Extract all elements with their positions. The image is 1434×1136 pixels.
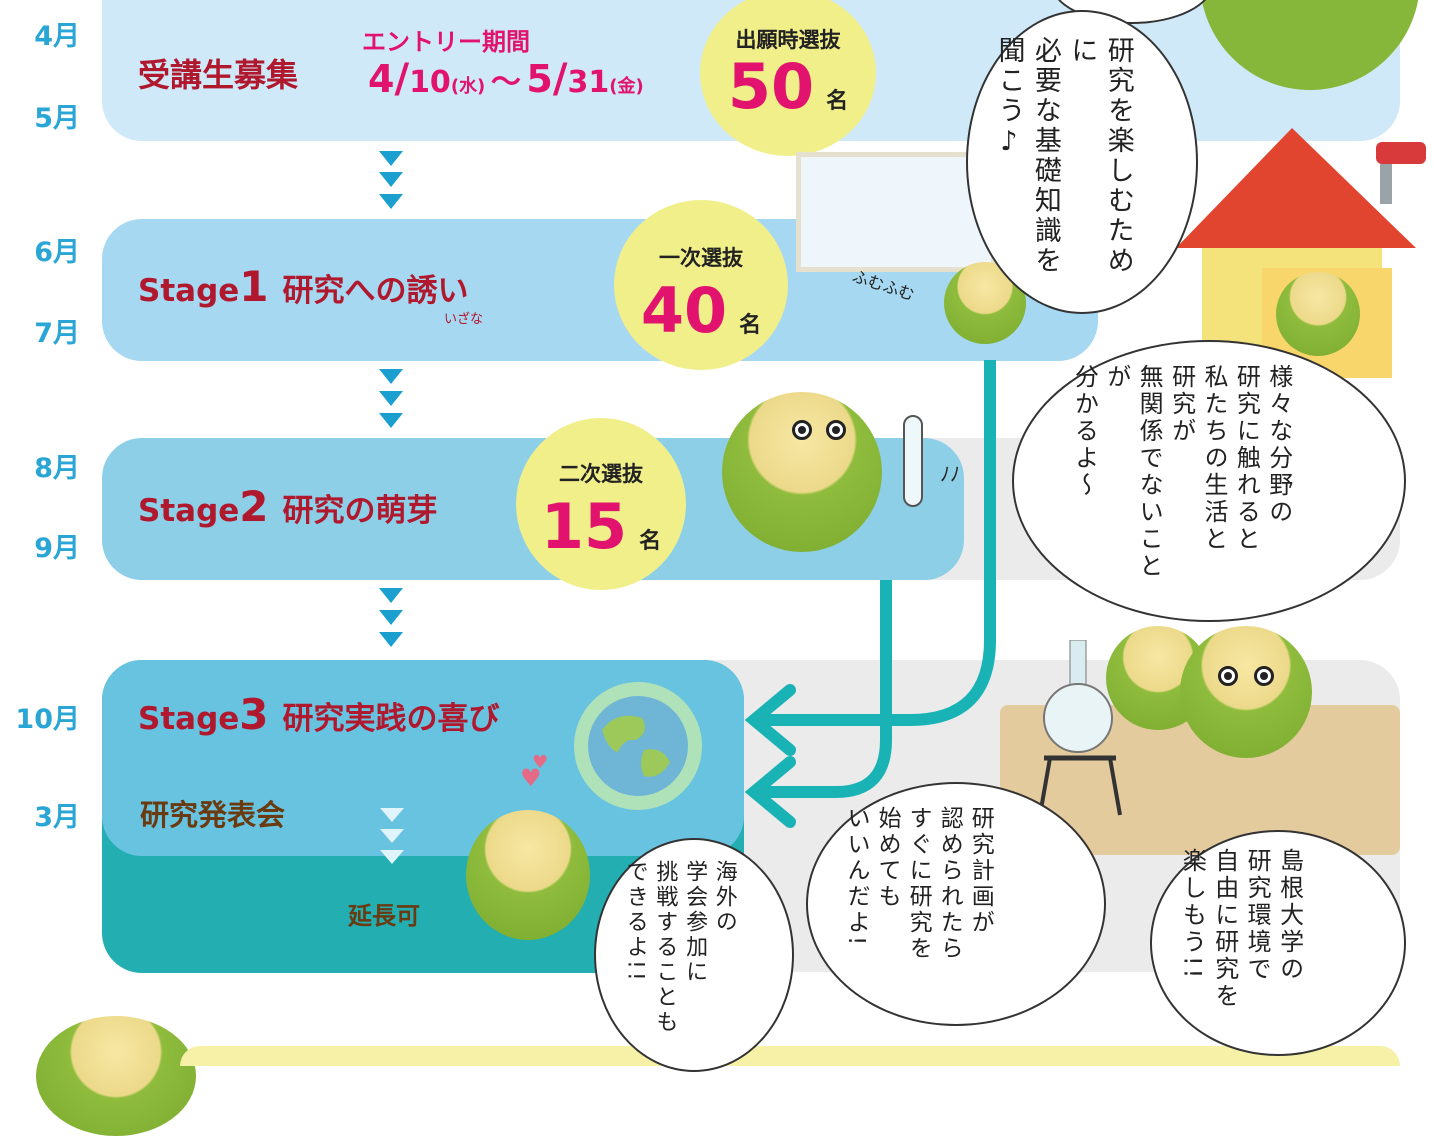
down-arrow <box>379 610 403 625</box>
stage1-title: 研究への誘い <box>282 273 469 309</box>
start-dow: (水) <box>450 76 486 97</box>
down-arrow-white <box>380 808 404 822</box>
start-day: 10 <box>409 65 451 100</box>
speech-bubble-overseas-text: 海外の学会参加に挑戦することもできるよ!! <box>622 860 737 1035</box>
month-june: 6月 <box>34 237 80 268</box>
extension-label: 延長可 <box>348 902 420 930</box>
down-arrow-white <box>380 850 404 864</box>
end-day: 31 <box>567 65 610 100</box>
globe-icon <box>574 682 702 810</box>
flask-icon <box>1038 640 1122 816</box>
sound-effect: ﾉﾉ <box>940 462 960 486</box>
month-october: 10月 <box>15 704 80 735</box>
down-arrow <box>379 369 403 384</box>
down-arrow <box>379 172 403 187</box>
start-month: 4 <box>368 57 395 101</box>
stage2-title: 研究の萌芽 <box>282 493 438 529</box>
speech-bubble-research-plan <box>806 782 1106 1026</box>
test-tube-icon <box>903 415 923 507</box>
month-august: 8月 <box>34 453 80 484</box>
bean-character-bottom <box>36 1016 196 1136</box>
month-april: 4月 <box>34 21 80 52</box>
heart-icon: ♥ <box>532 752 549 773</box>
bottom-yellow-band <box>180 1046 1400 1066</box>
month-may: 5月 <box>34 103 80 134</box>
down-arrow <box>379 391 403 406</box>
heart-icon: ♥ <box>520 764 542 792</box>
bean-character-stage3 <box>466 810 590 940</box>
down-arrow <box>379 151 403 166</box>
end-month: 5 <box>526 57 553 101</box>
second-selection-label: 二次選抜 <box>559 462 643 486</box>
speech-bubble-research-plan-text: 研究計画が認められたらすぐに研究を始めてもいいんだよ! <box>843 806 994 962</box>
down-arrow <box>379 413 403 428</box>
eye-icon <box>1254 666 1274 686</box>
application-selection-label: 出願時選抜 <box>735 28 841 52</box>
entry-period-label: エントリー期間 <box>362 28 530 56</box>
speech-bubble-fields-text: 様々な分野の研究に触れると私たちの生活と研究が無関係でないことが分かるよ〜 <box>1070 364 1293 580</box>
month-september: 9月 <box>34 533 80 564</box>
month-july: 7月 <box>34 318 80 349</box>
tilde: 〜 <box>490 65 521 100</box>
stage1-ruby: いざな <box>444 312 484 327</box>
eye-icon <box>1218 666 1238 686</box>
bean-character-stage2 <box>722 392 882 552</box>
skip-arrows <box>744 360 996 828</box>
bean-character-window <box>1276 272 1360 356</box>
bean-character-lab-2 <box>1180 626 1312 758</box>
month-march: 3月 <box>34 802 80 833</box>
first-selection-label: 一次選抜 <box>659 246 743 270</box>
speech-bubble-shimane <box>1150 830 1406 1056</box>
presentation-label: 研究発表会 <box>140 798 286 832</box>
entry-period-dates: 4/10(水) 〜 5/31(金) <box>368 56 644 102</box>
down-arrow <box>379 194 403 209</box>
down-arrow <box>379 588 403 603</box>
speech-bubble-basics <box>966 10 1198 314</box>
speech-bubble-shimane-text: 島根大学の研究環境で自由に研究を楽しもう!! <box>1178 848 1304 1010</box>
speech-bubble-fields <box>1012 340 1406 622</box>
down-arrow <box>379 632 403 647</box>
recruit-title: 受講生募集 <box>138 56 299 94</box>
speech-bubble-basics-text: 研究を楽しむために必要な基礎知識を聞こう♪ <box>993 36 1134 276</box>
eye-icon <box>826 420 846 440</box>
down-arrow-white <box>380 829 404 843</box>
eye-icon <box>792 420 812 440</box>
end-dow: (金) <box>609 76 644 97</box>
stage3-title: 研究実践の喜び <box>282 701 500 737</box>
speech-bubble-overseas <box>594 838 794 1072</box>
